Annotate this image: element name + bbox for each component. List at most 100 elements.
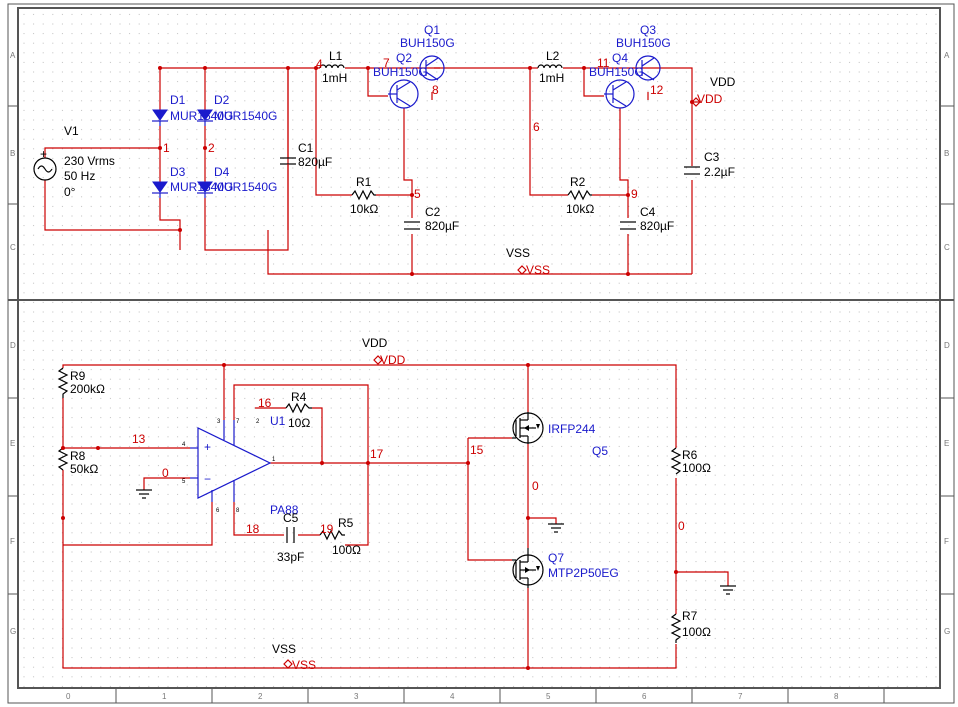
column-labels: 0 1 2 3 4 5 6 7 8 xyxy=(66,692,839,701)
v1-value: 230 Vrms xyxy=(64,154,115,168)
vdd-bottom-label: VDD xyxy=(362,336,388,350)
pin-number: 8 xyxy=(236,508,240,514)
pin-number: 4 xyxy=(182,442,186,448)
transistor-q2[interactable]: Q2 BUH150G xyxy=(373,51,428,109)
row-label-left: B xyxy=(10,149,15,158)
capacitor-c5[interactable]: C5 33pF xyxy=(277,511,304,564)
resistor-r5[interactable]: R5 100Ω xyxy=(319,516,361,557)
c3-ref: C3 xyxy=(704,150,720,164)
row-label-left: G xyxy=(10,627,16,636)
net-label: 0 xyxy=(532,479,539,493)
capacitor-c3[interactable]: C3 2.2µF xyxy=(684,150,735,179)
resistor-r4[interactable]: R4 10Ω xyxy=(285,390,312,430)
diode-d2[interactable]: D2 MUR1540G xyxy=(197,93,277,126)
vss-bottom-tag: VSS xyxy=(292,658,316,672)
capacitor-c1[interactable]: C1 820µF xyxy=(280,141,332,230)
transistor-q4[interactable]: Q4 BUH150G xyxy=(589,51,644,109)
net-label: 4 xyxy=(316,57,323,71)
pin-number: 3 xyxy=(217,419,221,425)
u1-model: PA88 xyxy=(270,503,299,517)
d1-ref: D1 xyxy=(170,93,186,107)
svg-text:+: + xyxy=(204,440,211,454)
r5-ref: R5 xyxy=(338,516,354,530)
d4-ref: D4 xyxy=(214,165,230,179)
net-label: 11 xyxy=(597,56,610,70)
v1-phase: 0° xyxy=(64,185,76,199)
q2-ref: Q2 xyxy=(396,51,412,65)
mosfet-q5[interactable]: IRFP244 Q5 xyxy=(512,412,608,458)
c1-ref: C1 xyxy=(298,141,314,155)
col-label: 1 xyxy=(162,692,167,701)
ground-symbol xyxy=(136,489,152,499)
q7-model: MTP2P50EG xyxy=(548,566,619,580)
vdd-top-label: VDD xyxy=(710,75,736,89)
net-label: 12 xyxy=(650,83,664,97)
ground-symbol xyxy=(548,523,564,533)
row-label-left: A xyxy=(10,51,16,60)
r8-value: 50kΩ xyxy=(70,462,98,476)
diode-d4[interactable]: D4 MUR1540G xyxy=(197,165,277,198)
col-label: 7 xyxy=(738,692,743,701)
vdd-rail-top: VDD VDD xyxy=(691,75,736,107)
net-label: 15 xyxy=(470,443,484,457)
pin-number: 1 xyxy=(272,457,276,463)
transistor-q1[interactable]: Q1 BUH150G xyxy=(400,23,455,81)
row-label-right: D xyxy=(944,341,950,350)
r6-value: 100Ω xyxy=(682,461,711,475)
col-label: 3 xyxy=(354,692,359,701)
net-label: 1 xyxy=(163,141,170,155)
net-label: 0 xyxy=(678,519,685,533)
net-label: 9 xyxy=(631,187,638,201)
c4-ref: C4 xyxy=(640,205,656,219)
v1-freq: 50 Hz xyxy=(64,169,95,183)
q5-ref: Q5 xyxy=(592,444,608,458)
q3-model: BUH150G xyxy=(616,36,671,50)
vss-top-label: VSS xyxy=(506,246,530,260)
capacitor-c2[interactable]: C2 820µF xyxy=(404,205,459,233)
net-label: 17 xyxy=(370,447,384,461)
wires-top xyxy=(44,67,700,275)
v1-ref: V1 xyxy=(64,124,79,138)
svg-text:+: + xyxy=(40,147,47,161)
q1-ref: Q1 xyxy=(424,23,440,37)
opamp-u1[interactable]: + − 4 5 3 7 2 1 6 8 U1 PA88 xyxy=(182,414,299,517)
net-label: 7 xyxy=(383,56,390,70)
net-label: 2 xyxy=(208,141,215,155)
resistor-r7[interactable]: R7 100Ω xyxy=(670,609,711,643)
inductor-l1[interactable]: L1 1mH xyxy=(319,49,347,85)
net-label: 6 xyxy=(533,120,540,134)
l1-value: 1mH xyxy=(322,71,347,85)
c2-value: 820µF xyxy=(425,219,459,233)
transistor-q3[interactable]: Q3 BUH150G xyxy=(616,23,671,81)
row-label-left: E xyxy=(10,439,15,448)
resistor-r2[interactable]: R2 10kΩ xyxy=(566,175,594,216)
l1-ref: L1 xyxy=(329,49,343,63)
resistor-r8[interactable]: R8 50kΩ xyxy=(57,447,98,476)
resistor-r9[interactable]: R9 200kΩ xyxy=(57,367,105,398)
l2-ref: L2 xyxy=(546,49,560,63)
net-labels-top: 1 2 4 7 8 5 6 11 12 9 xyxy=(163,56,664,201)
net-labels-bottom: 13 0 16 17 15 18 19 0 0 xyxy=(132,396,685,536)
ac-source-v1[interactable]: + V1 230 Vrms 50 Hz 0° xyxy=(33,124,115,199)
net-label: 13 xyxy=(132,432,146,446)
r2-ref: R2 xyxy=(570,175,586,189)
l2-value: 1mH xyxy=(539,71,564,85)
c5-ref: C5 xyxy=(283,511,299,525)
r1-ref: R1 xyxy=(356,175,372,189)
inductor-l2[interactable]: L2 1mH xyxy=(537,49,564,85)
capacitor-c4[interactable]: C4 820µF xyxy=(620,205,674,233)
r7-ref: R7 xyxy=(682,609,698,623)
resistor-r6[interactable]: R6 100Ω xyxy=(670,447,711,475)
c4-value: 820µF xyxy=(640,219,674,233)
mosfet-q7[interactable]: Q7 MTP2P50EG xyxy=(512,548,619,588)
resistor-r1[interactable]: R1 10kΩ xyxy=(350,175,378,216)
q5-model: IRFP244 xyxy=(548,422,596,436)
r4-value: 10Ω xyxy=(288,416,310,430)
q7-ref: Q7 xyxy=(548,551,564,565)
q4-model: BUH150G xyxy=(589,65,644,79)
row-label-left: C xyxy=(10,243,16,252)
row-label-right: E xyxy=(944,439,949,448)
vdd-bottom-tag: VDD xyxy=(380,353,406,367)
d3-ref: D3 xyxy=(170,165,186,179)
